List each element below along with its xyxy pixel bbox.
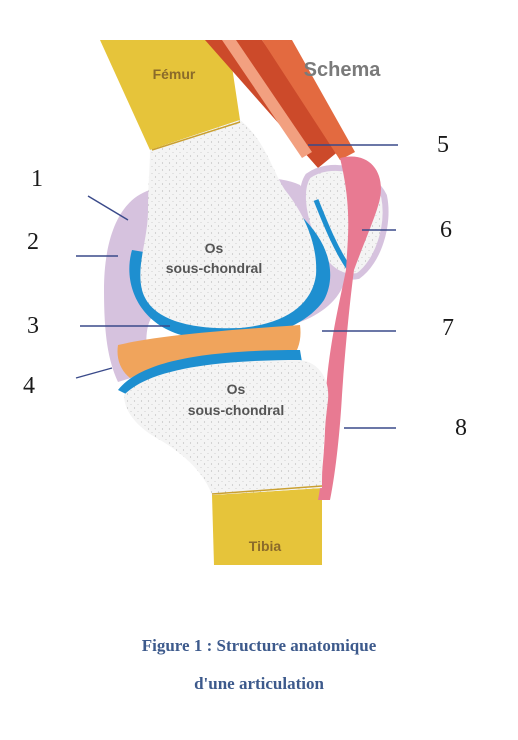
os-lower-label-1: Os <box>227 381 246 397</box>
os-upper-label-1: Os <box>205 240 224 256</box>
femur-label: Fémur <box>153 66 196 82</box>
femur-cortical-line <box>151 121 241 151</box>
tibia-label: Tibia <box>249 538 282 554</box>
patellar-ligament <box>318 156 381 500</box>
quadriceps-tendon <box>262 40 355 160</box>
femur-shaft <box>100 40 240 150</box>
figure-caption-line-1: Figure 1 : Structure anatomique <box>141 636 377 655</box>
tibia-shaft <box>212 488 322 565</box>
number-label-2: 2 <box>27 229 39 255</box>
femur-condyle <box>140 120 317 329</box>
number-label-5: 5 <box>437 132 449 158</box>
number-label-3: 3 <box>27 313 39 339</box>
quadriceps-muscle-highlight <box>222 40 312 158</box>
schema-label: Schema <box>304 59 382 81</box>
leader-line-4 <box>75 367 113 379</box>
number-label-4: 4 <box>23 373 35 399</box>
figure-caption-line-2: d'une articulation <box>194 674 324 693</box>
os-upper-label-2: sous-chondral <box>166 260 262 276</box>
os-lower-label-2: sous-chondral <box>188 402 284 418</box>
patellar-cartilage <box>313 199 353 272</box>
number-label-6: 6 <box>440 217 452 243</box>
number-label-1: 1 <box>31 166 43 192</box>
leader-line-1 <box>87 195 129 221</box>
number-label-8: 8 <box>455 415 467 441</box>
tibia-plateau <box>124 360 329 495</box>
femur-cartilage <box>129 215 331 340</box>
number-label-7: 7 <box>442 315 454 341</box>
tibia-cortical-line <box>211 485 323 495</box>
